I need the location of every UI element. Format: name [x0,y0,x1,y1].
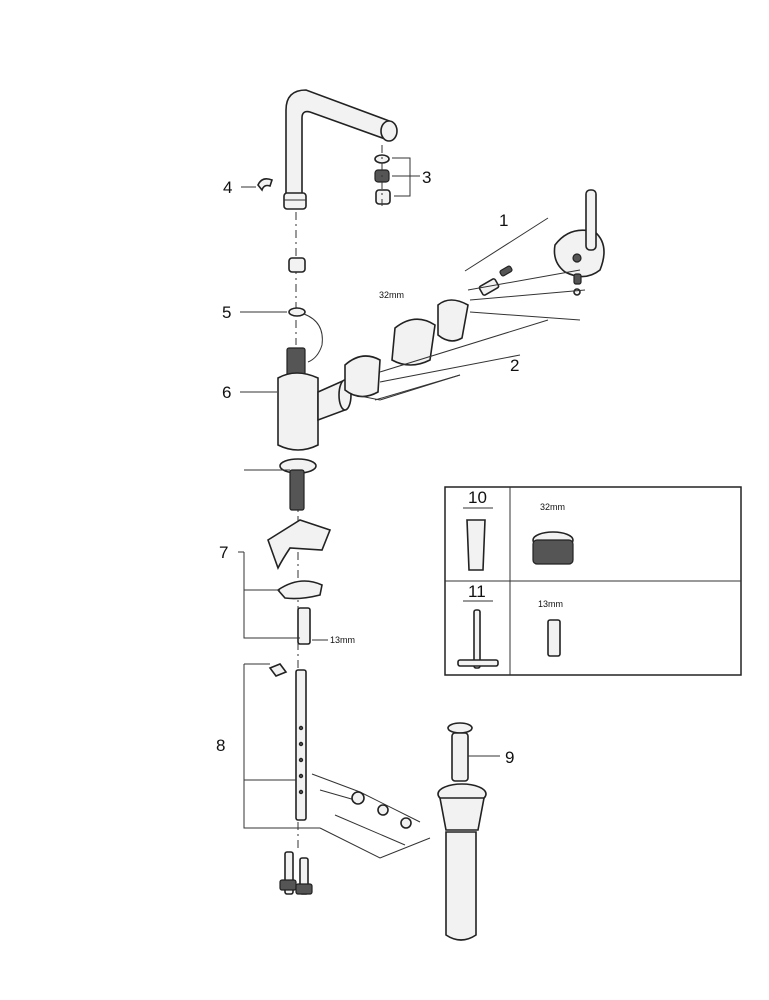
callout-3: 3 [422,168,431,187]
cartridge-wrench-size: 32mm [379,290,404,300]
threaded-collar-part [288,257,306,273]
accessory-item-10-wrench: 32mm [540,502,565,512]
handle-part [464,189,605,321]
accessory-item-10-number: 10 [468,488,487,507]
mounting-hardware-part [238,458,332,645]
o-ring-part [288,307,306,317]
faucet-body-part [240,347,352,451]
callout-4: 4 [223,178,232,197]
cartridge-part [344,299,549,401]
accessory-table [444,486,742,676]
accessory-item-11-number: 11 [468,582,486,601]
callout-5: 5 [222,303,231,322]
accessory-item-11-wrench: 13mm [538,599,563,609]
drain-pop-up-part [437,722,500,941]
callout-9: 9 [505,748,514,767]
aerator-part [374,145,420,206]
retaining-clip-part [241,178,273,192]
spout [283,89,398,210]
fitting-wrench-size: 13mm [330,635,355,645]
lift-rod-part [243,663,431,859]
callout-8: 8 [216,736,225,755]
callout-2: 2 [510,356,519,375]
callout-1: 1 [499,211,508,230]
callout-7: 7 [219,543,228,562]
callout-6: 6 [222,383,231,402]
mounting-bolts-part [279,851,313,895]
